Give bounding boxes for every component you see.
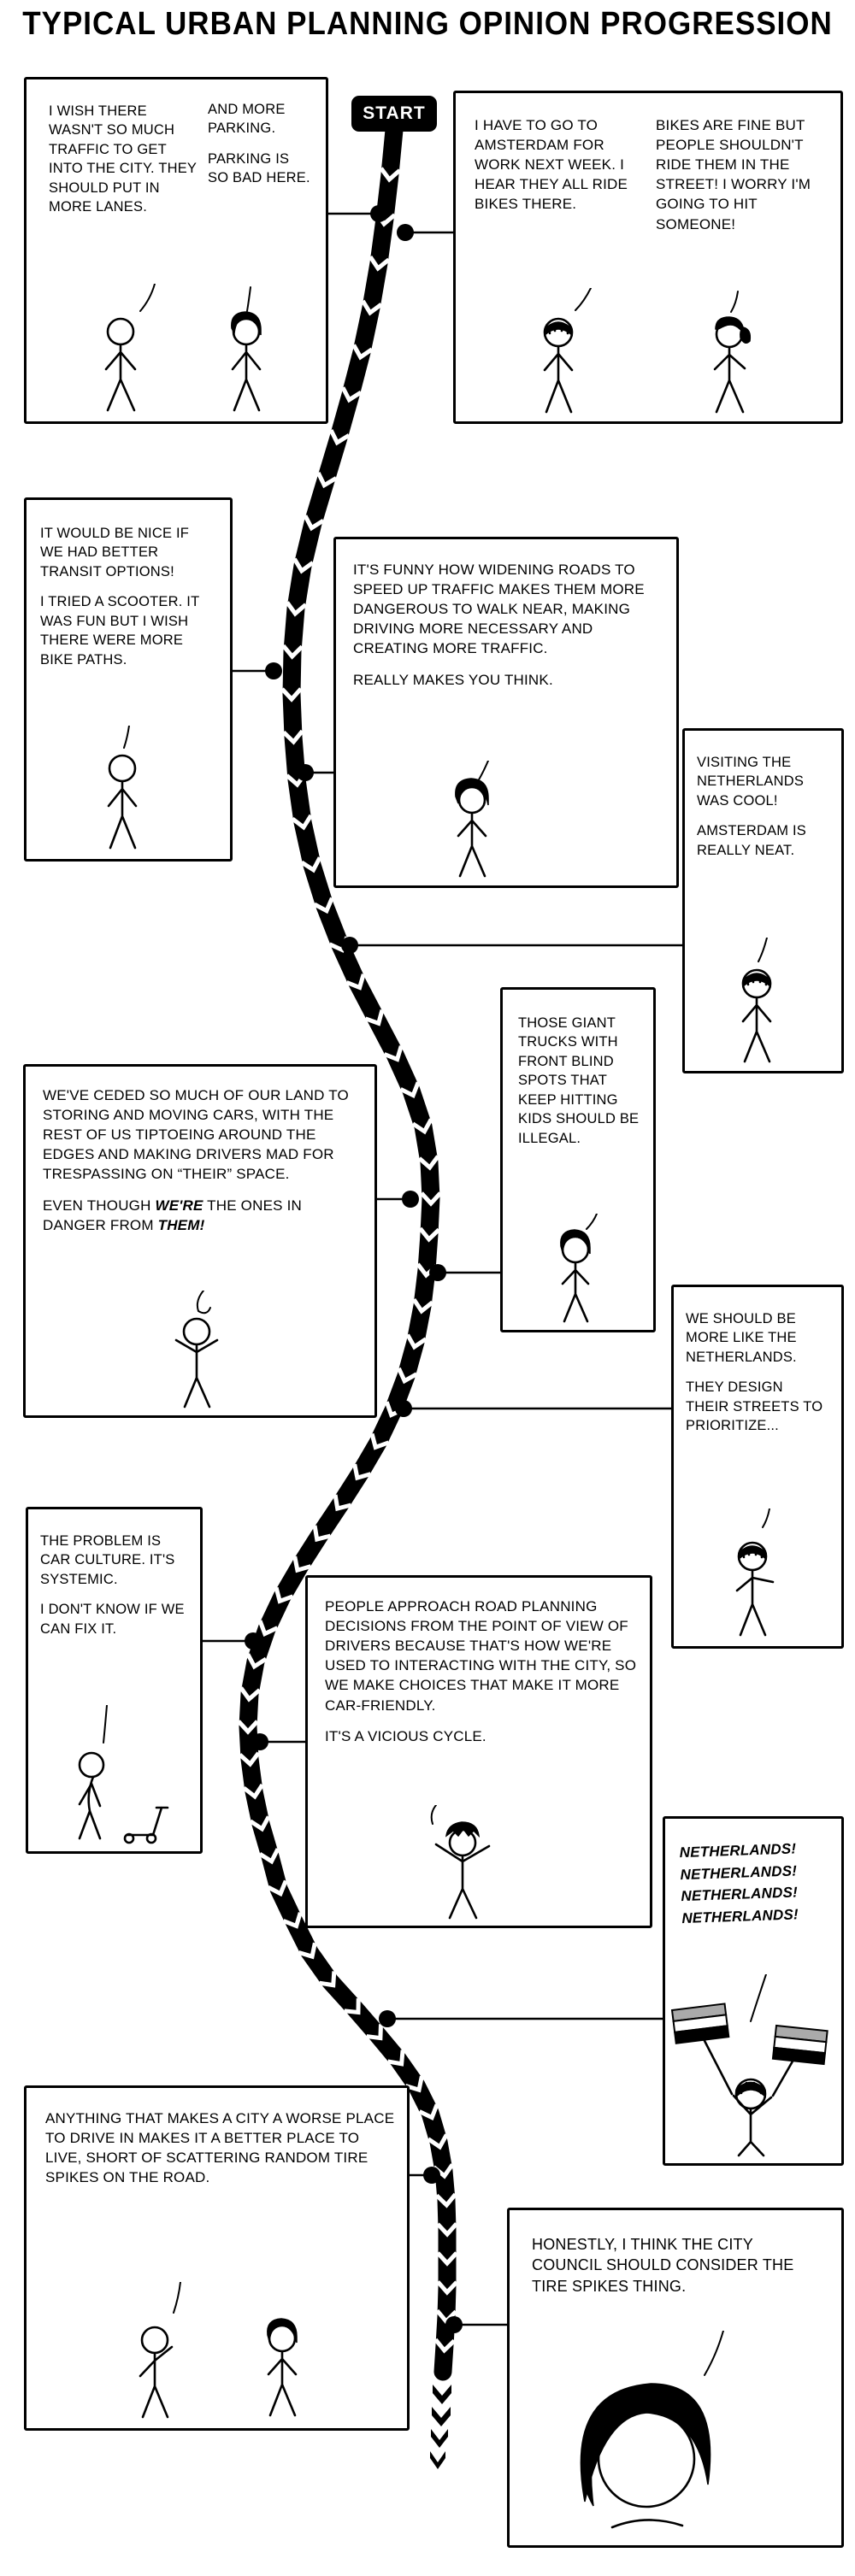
- speech-text: WE SHOULD BE MORE LIKE THE NETHERLANDS. …: [686, 1309, 829, 1447]
- netherlands-flag-icon: [670, 2003, 734, 2096]
- stick-figures: [107, 726, 138, 850]
- stick-figures: [580, 2331, 724, 2529]
- stick-figures: [139, 2282, 298, 2419]
- netherlands-flag-icon: [771, 2024, 828, 2097]
- speech-text: IT WOULD BE NICE IF WE HAD BETTER TRANSI…: [40, 524, 215, 680]
- start-sign: START: [351, 96, 437, 132]
- speech-text: I WISH THERE WASN'T SO MUCH TRAFFIC TO G…: [49, 103, 197, 215]
- speech-line: WE'VE CEDED SO MUCH OF OUR LAND TO STORI…: [43, 1087, 349, 1183]
- speech-text: BIKES ARE FINE BUT PEOPLE SHOULDN'T RIDE…: [656, 117, 811, 232]
- path-end-dashes: [430, 2385, 451, 2469]
- speech-text: HONESTLY, I THINK THE CITY COUNCIL SHOUL…: [532, 2236, 794, 2295]
- stick-figures: [78, 1705, 169, 1844]
- panel-netherlands-chant: NETHERLANDS! NETHERLANDS! NETHERLANDS! N…: [663, 1816, 844, 2166]
- speech-text: WE'VE CEDED SO MUCH OF OUR LAND TO STORI…: [43, 1085, 364, 1246]
- stick-figures: [174, 1291, 219, 1409]
- speech-emphasis: THEM!: [157, 1216, 205, 1233]
- speech-fragment: EVEN THOUGH: [43, 1197, 156, 1214]
- progression-path: [237, 121, 458, 2381]
- speech-line: REALLY MAKES YOU THINK.: [353, 671, 553, 688]
- panel-worse-to-drive: ANYTHING THAT MAKES A CITY A WORSE PLACE…: [24, 2085, 410, 2431]
- panel-connectors: [198, 205, 683, 2333]
- panel-ceded-land: WE'VE CEDED SO MUCH OF OUR LAND TO STORI…: [23, 1064, 377, 1418]
- speech-text: ANYTHING THAT MAKES A CITY A WORSE PLACE…: [45, 2110, 395, 2186]
- speech-line: THEY DESIGN THEIR STREETS TO PRIORITIZE.…: [686, 1379, 823, 1434]
- scooter-icon: [123, 1806, 169, 1844]
- speech-text: NETHERLANDS! NETHERLANDS! NETHERLANDS! N…: [679, 1837, 835, 1929]
- speech-text: IT'S FUNNY HOW WIDENING ROADS TO SPEED U…: [353, 560, 664, 701]
- speech-text: AND MORE PARKING. PARKING IS SO BAD HERE…: [208, 100, 312, 199]
- panel-vicious-cycle: PEOPLE APPROACH ROAD PLANNING DECISIONS …: [305, 1575, 652, 1928]
- panel-transit-options: IT WOULD BE NICE IF WE HAD BETTER TRANSI…: [24, 497, 233, 862]
- speech-line: IT'S A VICIOUS CYCLE.: [325, 1727, 486, 1744]
- panel-giant-trucks: THOSE GIANT TRUCKS WITH FRONT BLIND SPOT…: [500, 987, 656, 1332]
- stick-figures: [455, 761, 489, 878]
- speech-line: PARKING IS SO BAD HERE.: [208, 150, 310, 186]
- speech-text: VISITING THE NETHERLANDS WAS COOL! AMSTE…: [697, 753, 828, 871]
- stick-figures: [670, 1974, 828, 2157]
- speech-line: THE PROBLEM IS CAR CULTURE. IT'S SYSTEMI…: [40, 1533, 175, 1587]
- speech-text: THE PROBLEM IS CAR CULTURE. IT'S SYSTEMI…: [40, 1532, 192, 1650]
- panel-widening-roads: IT'S FUNNY HOW WIDENING ROADS TO SPEED U…: [333, 537, 679, 888]
- speech-text: THOSE GIANT TRUCKS WITH FRONT BLIND SPOT…: [518, 1015, 640, 1146]
- speech-line: AND MORE PARKING.: [208, 102, 286, 137]
- speech-line: EVEN THOUGH WE'RE THE ONES IN DANGER FRO…: [43, 1196, 364, 1235]
- stick-figures: [735, 1509, 775, 1637]
- stick-figures: [104, 284, 262, 412]
- speech-line: PEOPLE APPROACH ROAD PLANNING DECISIONS …: [325, 1598, 637, 1714]
- panel-more-lanes: I WISH THERE WASN'T SO MUCH TRAFFIC TO G…: [24, 77, 328, 424]
- speech-line: AMSTERDAM IS REALLY NEAT.: [697, 823, 806, 858]
- stick-figures: [741, 938, 772, 1063]
- speech-line: WE SHOULD BE MORE LIKE THE NETHERLANDS.: [686, 1311, 797, 1365]
- panel-amsterdam-trip: I HAVE TO GO TO AMSTERDAM FOR WORK NEXT …: [453, 91, 843, 424]
- speech-text: I HAVE TO GO TO AMSTERDAM FOR WORK NEXT …: [475, 117, 628, 213]
- speech-line: I TRIED A SCOOTER. IT WAS FUN BUT I WISH…: [40, 594, 200, 668]
- panel-more-like-netherlands: WE SHOULD BE MORE LIKE THE NETHERLANDS. …: [671, 1285, 844, 1649]
- speech-line: IT'S FUNNY HOW WIDENING ROADS TO SPEED U…: [353, 562, 645, 657]
- panel-car-culture: THE PROBLEM IS CAR CULTURE. IT'S SYSTEMI…: [26, 1507, 203, 1854]
- speech-line: I DON'T KNOW IF WE CAN FIX IT.: [40, 1602, 185, 1637]
- panel-visiting-netherlands: VISITING THE NETHERLANDS WAS COOL! AMSTE…: [682, 728, 844, 1073]
- speech-line: VISITING THE NETHERLANDS WAS COOL!: [697, 755, 805, 809]
- stick-figures: [560, 1214, 598, 1323]
- stick-figures: [430, 1805, 491, 1920]
- comic-title: TYPICAL URBAN PLANNING OPINION PROGRESSI…: [22, 5, 833, 42]
- speech-line: IT WOULD BE NICE IF WE HAD BETTER TRANSI…: [40, 526, 190, 579]
- speech-emphasis: WE'RE: [155, 1197, 203, 1214]
- speech-text: PEOPLE APPROACH ROAD PLANNING DECISIONS …: [325, 1597, 640, 1757]
- panel-tire-spikes: HONESTLY, I THINK THE CITY COUNCIL SHOUL…: [507, 2208, 844, 2548]
- stick-figures: [543, 288, 752, 414]
